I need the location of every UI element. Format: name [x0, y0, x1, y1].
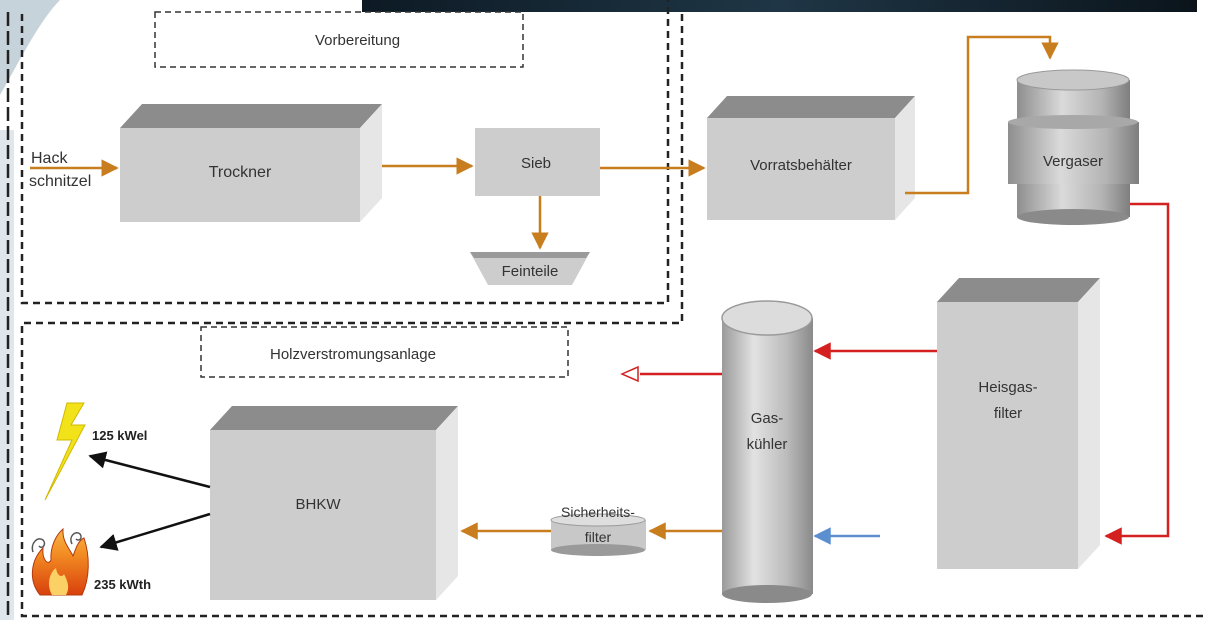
chp-box: BHKW [210, 406, 458, 600]
storage-label: Vorratsbehälter [750, 157, 852, 174]
storage-to-gasifier-arrow [905, 35, 1059, 195]
preparation-frame [20, 0, 670, 305]
safety-filter-label-1: Sicherheits- [561, 504, 635, 520]
thermal-output-arrow [99, 512, 211, 551]
power-plant-label-box [200, 326, 569, 378]
gasifier-label: Vergaser [1043, 153, 1103, 170]
input-label-1: Hack [31, 150, 68, 167]
exhaust-arrowhead [620, 365, 639, 383]
hot-gas-filter-box: Heisgas- filter [937, 278, 1100, 569]
safety-filter-label-2: filter [585, 529, 612, 545]
sieve-label: Sieb [521, 155, 551, 172]
top-banner [362, 0, 1197, 12]
sieve-box: Sieb [475, 128, 600, 196]
lightning-bolt-icon [44, 402, 86, 501]
corner-decoration [0, 0, 60, 95]
chp-label: BHKW [296, 496, 342, 513]
gas-cooler-label-1: Gas- [751, 410, 784, 427]
hot-gas-filter-label-1: Heisgas- [978, 379, 1037, 396]
dryer-box: Trockner [120, 104, 382, 222]
hot-gas-filter-label-2: filter [994, 405, 1022, 422]
input-label-2: schnitzel [29, 173, 91, 190]
dryer-label: Trockner [209, 164, 272, 181]
gas-cooler-label-2: kühler [747, 436, 788, 453]
preparation-label: Vorbereitung [315, 32, 400, 49]
gasifier-vessel: Vergaser [1008, 69, 1139, 225]
power-plant-frame [20, 14, 1207, 618]
thermal-output-label: 235 kWth [94, 577, 151, 592]
electric-output-arrow [88, 451, 211, 489]
gas-cooler-vessel: Gas- kühler [721, 300, 813, 603]
flame-icon [31, 527, 89, 596]
preparation-label-box [154, 11, 524, 68]
fines-label: Feinteile [502, 263, 559, 280]
region-frames [6, 0, 1207, 620]
storage-box: Vorratsbehälter [707, 96, 915, 220]
flow-arrows [30, 35, 1170, 551]
safety-filter: Sicherheits- filter [550, 504, 646, 556]
power-plant-label: Holzverstromungsanlage [270, 346, 436, 363]
gasifier-to-filter-arrow [1104, 202, 1170, 545]
fines-bin: Feinteile [470, 252, 590, 285]
electric-output-label: 125 kWel [92, 428, 147, 443]
